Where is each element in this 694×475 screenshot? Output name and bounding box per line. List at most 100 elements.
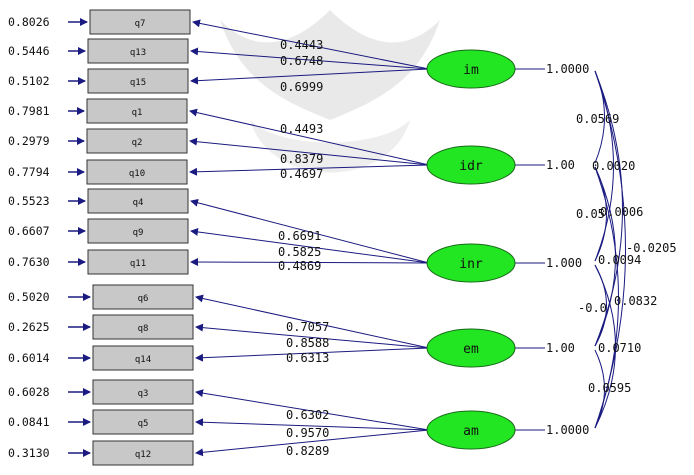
indicator-label: q4 bbox=[133, 198, 144, 208]
indicator-label: q13 bbox=[130, 48, 146, 58]
error-variance-label: 0.7794 bbox=[8, 165, 50, 179]
indicator-label: q15 bbox=[130, 78, 146, 88]
factor-ellipse bbox=[426, 243, 516, 283]
indicator-box bbox=[92, 345, 194, 371]
error-variance-label: 0.5523 bbox=[8, 194, 50, 208]
indicator-label: q11 bbox=[130, 259, 146, 269]
indicator-label: q12 bbox=[135, 450, 151, 460]
correlation-label: 0.0094 bbox=[598, 253, 641, 267]
indicator-box bbox=[86, 159, 188, 185]
indicator-label: q9 bbox=[133, 228, 144, 238]
indicator-label: q14 bbox=[135, 355, 151, 365]
indicator-box bbox=[86, 98, 188, 124]
error-variance-label: 0.2979 bbox=[8, 134, 50, 148]
loading-label: 0.4697 bbox=[280, 167, 323, 181]
error-variance-label: 0.2625 bbox=[8, 320, 50, 334]
loading-arrow bbox=[190, 227, 430, 264]
error-variance-label: 0.6607 bbox=[8, 224, 50, 238]
factor-ellipse bbox=[426, 145, 516, 185]
loading-label: 0.6302 bbox=[286, 408, 329, 422]
loading-label: 0.4493 bbox=[280, 122, 323, 136]
loading-label: 0.9570 bbox=[286, 426, 329, 440]
correlation-label: 0.0710 bbox=[598, 341, 641, 355]
indicator-box bbox=[87, 188, 189, 214]
factor-variance-label: 1.00 bbox=[546, 341, 575, 355]
indicator-label: q10 bbox=[129, 169, 145, 179]
error-variance-label: 0.5446 bbox=[8, 44, 50, 58]
correlation-label: 0.0020 bbox=[592, 159, 635, 173]
loading-arrow bbox=[195, 389, 430, 431]
factor-variance-label: 1.000 bbox=[546, 256, 582, 270]
loading-arrow bbox=[189, 137, 430, 166]
correlation-label: -0.0205 bbox=[626, 241, 677, 255]
loading-arrow bbox=[190, 68, 430, 85]
factor-variance-label: 1.0000 bbox=[546, 423, 589, 437]
indicator-box bbox=[87, 68, 189, 94]
indicator-label: q5 bbox=[138, 419, 149, 429]
loading-arrow bbox=[192, 19, 430, 70]
factor-label: am bbox=[463, 424, 479, 439]
factor-label: inr bbox=[459, 257, 483, 272]
error-variance-label: 0.0841 bbox=[8, 415, 50, 429]
loading-arrow bbox=[195, 294, 430, 349]
correlation-label: 0.0595 bbox=[588, 381, 631, 395]
correlation-curve bbox=[594, 264, 616, 429]
loading-label: 0.4443 bbox=[280, 38, 323, 52]
factor-label: im bbox=[463, 63, 479, 78]
loading-label: 0.6748 bbox=[280, 54, 323, 68]
loading-arrow bbox=[195, 418, 430, 431]
indicator-box bbox=[87, 38, 189, 64]
error-variance-label: 0.6028 bbox=[8, 385, 50, 399]
indicator-box bbox=[92, 409, 194, 435]
indicator-label: q2 bbox=[132, 138, 143, 148]
loading-label: 0.4869 bbox=[278, 259, 321, 273]
loading-arrow bbox=[195, 323, 430, 349]
correlation-curve bbox=[594, 70, 623, 347]
correlation-label: 0.05 bbox=[576, 207, 605, 221]
loading-label: 0.8289 bbox=[286, 444, 329, 458]
loading-label: 0.6313 bbox=[286, 351, 329, 365]
correlation-label: 0.0006 bbox=[600, 205, 643, 219]
indicator-label: q1 bbox=[132, 108, 143, 118]
error-variance-label: 0.3130 bbox=[8, 446, 50, 460]
error-variance-label: 0.7630 bbox=[8, 255, 50, 269]
loading-arrow bbox=[189, 164, 430, 176]
indicator-box bbox=[92, 440, 194, 466]
indicator-box bbox=[92, 314, 194, 340]
indicator-box bbox=[89, 9, 191, 35]
factor-ellipse bbox=[426, 49, 516, 89]
factor-ellipse bbox=[426, 410, 516, 450]
error-variance-label: 0.8026 bbox=[8, 15, 50, 29]
loading-label: 0.6691 bbox=[278, 229, 321, 243]
indicator-label: q8 bbox=[138, 324, 149, 334]
loading-arrow bbox=[195, 429, 430, 457]
indicator-label: q6 bbox=[138, 294, 149, 304]
loading-label: 0.7057 bbox=[286, 320, 329, 334]
correlation-label: 0.0569 bbox=[576, 112, 619, 126]
loading-label: 0.8588 bbox=[286, 336, 329, 350]
indicator-box bbox=[92, 379, 194, 405]
factor-label: idr bbox=[459, 159, 483, 174]
error-variance-label: 0.5020 bbox=[8, 290, 50, 304]
factor-variance-label: 1.0000 bbox=[546, 62, 589, 76]
loading-arrow bbox=[189, 108, 430, 166]
indicator-box bbox=[92, 284, 194, 310]
indicator-label: q3 bbox=[138, 389, 149, 399]
loading-arrow bbox=[190, 47, 430, 70]
loading-arrow bbox=[195, 347, 430, 362]
factor-label: em bbox=[463, 342, 479, 357]
indicator-box bbox=[87, 218, 189, 244]
loading-arrow bbox=[190, 258, 430, 267]
loading-label: 0.5825 bbox=[278, 245, 321, 259]
loading-label: 0.6999 bbox=[280, 80, 323, 94]
correlation-curve bbox=[594, 166, 619, 429]
factor-ellipse bbox=[426, 328, 516, 368]
indicator-box bbox=[87, 249, 189, 275]
correlation-curve bbox=[594, 349, 605, 429]
correlation-label: -0.0 bbox=[578, 301, 607, 315]
error-variance-label: 0.7981 bbox=[8, 104, 50, 118]
correlation-label: 0.0832 bbox=[614, 294, 657, 308]
loading-label: 0.8379 bbox=[280, 152, 323, 166]
loading-arrow bbox=[190, 198, 430, 264]
